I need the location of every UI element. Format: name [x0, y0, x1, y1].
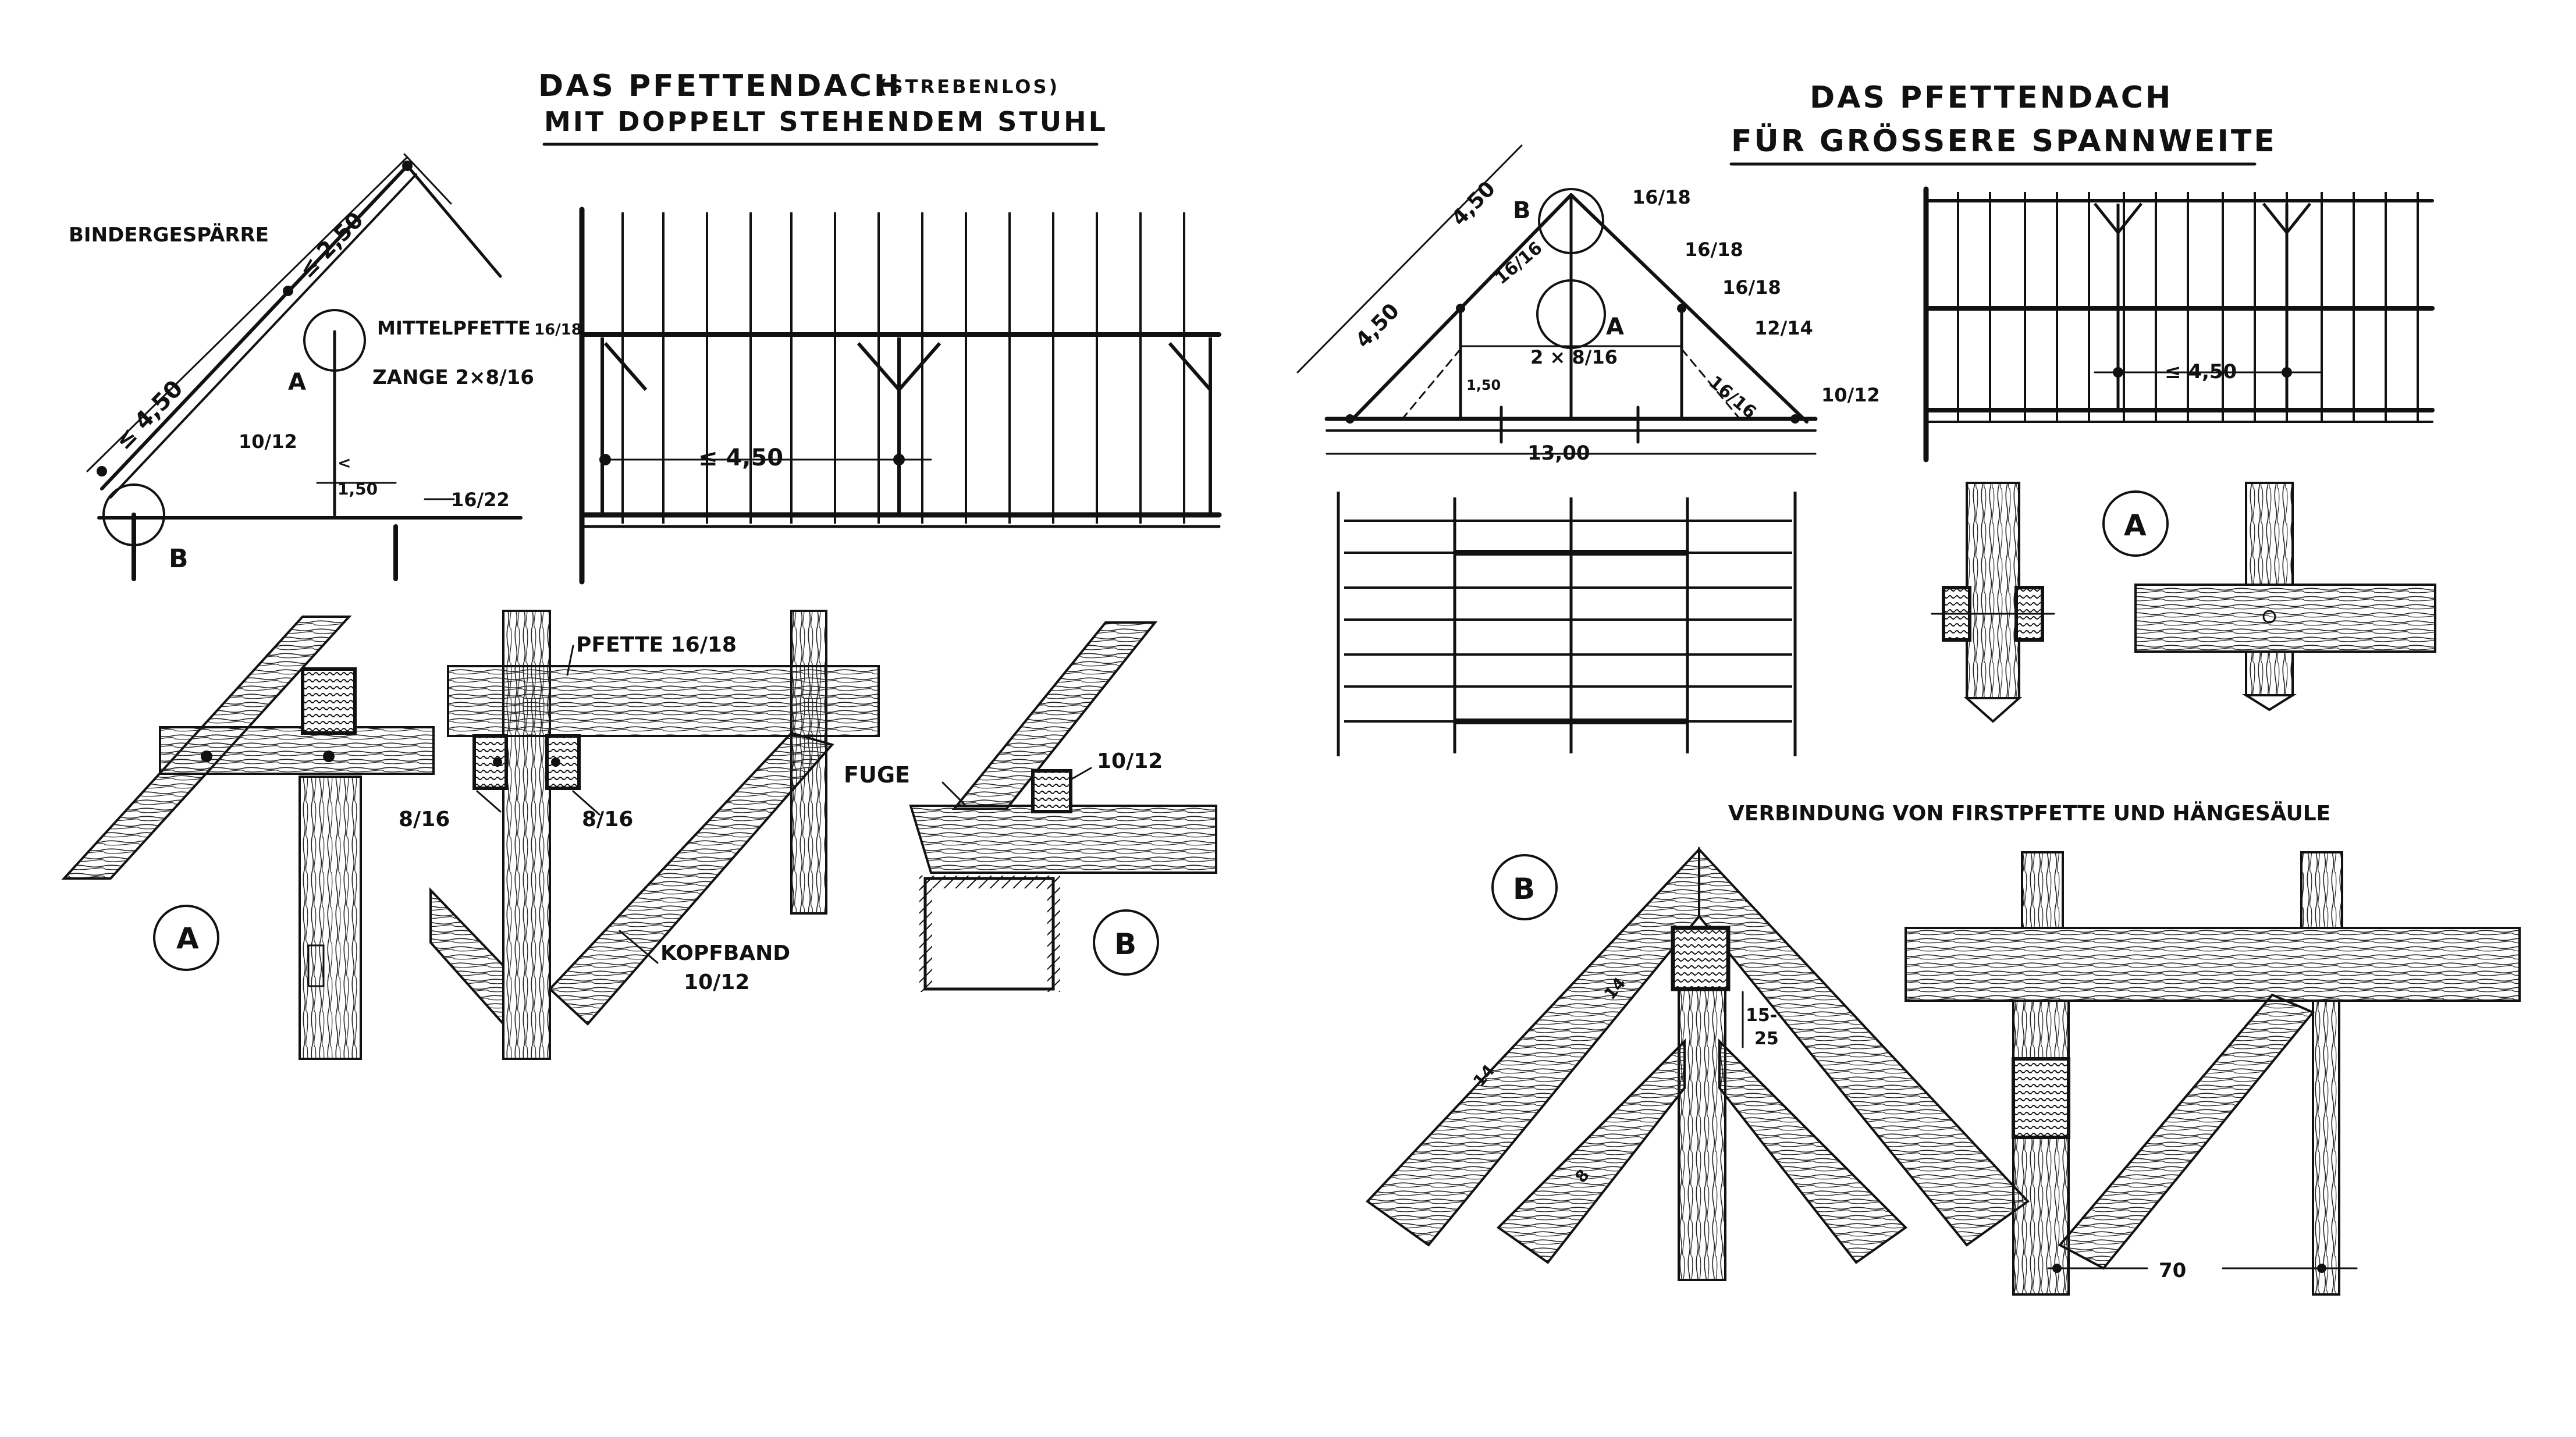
size-12: 12/14: [1754, 317, 1813, 339]
left-title-paren: (STREBENLOS): [879, 76, 1060, 98]
fuge-size: 10/12: [1097, 749, 1163, 773]
dim-top-left: ≤ 2,50: [294, 207, 368, 283]
d15-label: 15-: [1746, 1005, 1777, 1026]
size-16b: 16/18: [1685, 239, 1743, 261]
right-truss-diagram: 4,50 4,50 B A 16/18 16/16 16/18 16/18 12…: [1296, 144, 1880, 465]
kopfband-size: 10/12: [684, 970, 749, 994]
dim-150-right: 1,50: [1466, 377, 1501, 393]
plan-dim-left: ≤ 4,50: [698, 444, 783, 471]
right-detail-hangesaule: 70: [1905, 851, 2521, 1296]
left-detail-b: FUGE 10/12 B: [844, 621, 1217, 992]
right-title-line1: DAS PFETTENDACH: [1810, 80, 2173, 115]
right-title-line2: FÜR GRÖSSERE SPANNWEITE: [1731, 123, 2277, 159]
left-title: DAS PFETTENDACH (STREBENLOS) MIT DOPPELT…: [538, 69, 1108, 146]
mark-b-left: B: [169, 544, 189, 574]
verbindung-label: VERBINDUNG VON FIRSTPFETTE UND HÄNGESÄUL…: [1728, 801, 2330, 826]
dim-left-right: 4,50: [1351, 299, 1404, 353]
detail-b-mark-left: B: [1114, 927, 1136, 961]
size-16c: 16/18: [1722, 276, 1781, 298]
detail-a-mark-right: A: [2124, 508, 2147, 542]
fuge-label: FUGE: [844, 762, 910, 788]
dim-150-left: 1,50: [337, 479, 378, 499]
detail-a-mark-left: A: [176, 922, 199, 955]
dim-slope-left: ≤ 4,50: [110, 375, 189, 455]
zange-r: 8/16: [582, 808, 633, 831]
size-16a: 16/16: [1491, 238, 1547, 289]
d70-label: 70: [2159, 1259, 2186, 1282]
left-title-line2: MIT DOPPELT STEHENDEM STUHL: [544, 106, 1108, 137]
mark-a-right: A: [1606, 314, 1624, 340]
beam-size-left: 16/22: [451, 489, 510, 511]
right-plan-grid: [1337, 492, 1797, 756]
left-title-line1: DAS PFETTENDACH: [538, 69, 901, 104]
mark-b-right: B: [1513, 197, 1531, 224]
left-detail-pfette: PFETTE 16/18 8/16 8/16 KOPFBAND 10/12: [399, 610, 880, 1060]
size-10: 10/12: [1821, 384, 1880, 406]
rafter-size-left: 10/12: [239, 431, 297, 453]
dim-top-right: 4,50: [1447, 177, 1500, 230]
size-16d: 16/16: [1705, 372, 1760, 423]
zange-label-left: ZANGE 2×8/16: [372, 366, 534, 389]
lt-symbol: <: [337, 453, 351, 472]
right-detail-a: A: [1931, 482, 2436, 723]
right-elevation-diagram: ≤ 4,50: [1923, 186, 2435, 463]
binder-label: BINDERGESPÄRRE: [69, 223, 269, 247]
left-elevation-diagram: ≤ 4,50: [579, 207, 1222, 585]
pfette-label: PFETTE 16/18: [576, 633, 737, 657]
zange-right: 2 × 8/16: [1530, 346, 1618, 368]
mittelpfette-size: 16/18: [534, 321, 582, 339]
d25-label: 25: [1754, 1029, 1779, 1049]
mittelpfette-label: MITTELPFETTE: [377, 317, 531, 339]
span-label: 13,00: [1527, 442, 1590, 465]
detail-b-mark-right: B: [1513, 872, 1535, 906]
right-detail-b: VERBINDUNG VON FIRSTPFETTE UND HÄNGESÄUL…: [1365, 801, 2330, 1281]
plan-dim-right: ≤ 4,50: [2165, 360, 2237, 383]
mark-a-left: A: [288, 369, 306, 396]
left-section-diagram: BINDERGESPÄRRE ≤ 2,50 ≤ 4,50 MITTELPFETT…: [69, 153, 582, 581]
zange-l: 8/16: [399, 808, 450, 831]
kopfband-label: KOPFBAND: [660, 941, 790, 965]
left-detail-a: A: [61, 616, 435, 1060]
right-title: DAS PFETTENDACH FÜR GRÖSSERE SPANNWEITE: [1729, 80, 2277, 166]
size-ridge: 16/18: [1632, 186, 1691, 208]
